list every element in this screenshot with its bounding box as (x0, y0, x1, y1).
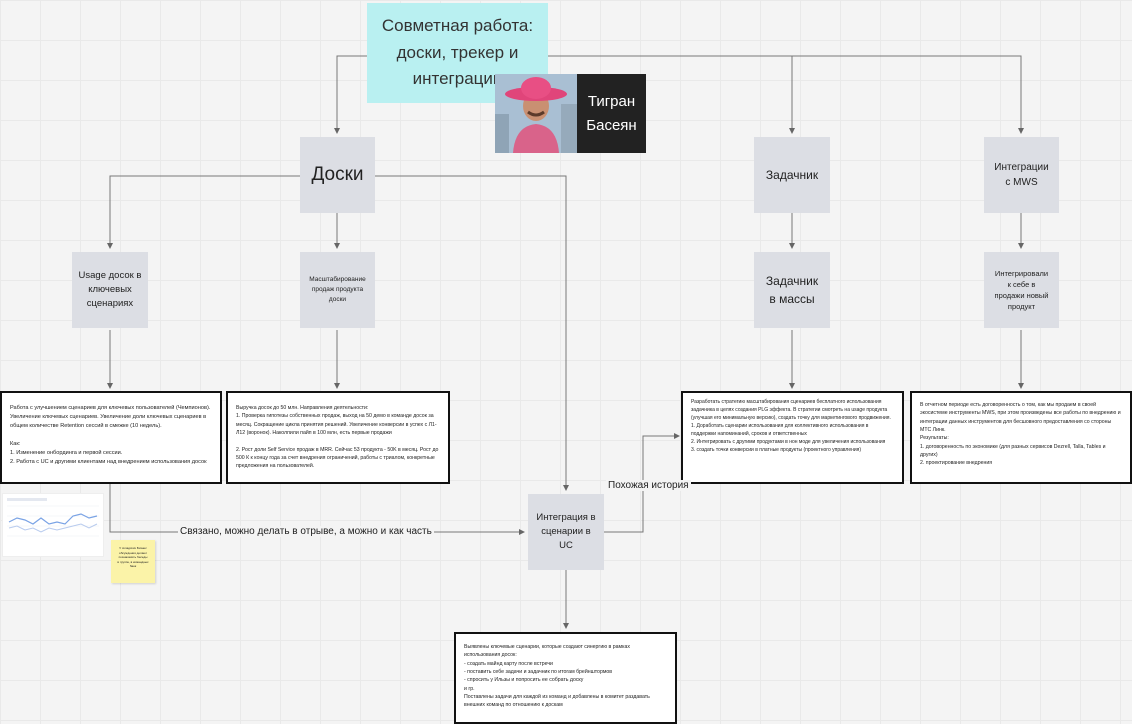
node-usage-label: Usage досок в ключевых сценариях (78, 269, 142, 310)
node-scaling-label: Масштабирование продаж продукта доски (309, 276, 366, 303)
person-photo-icon (495, 74, 577, 153)
node-mws-label: Интеграции с MWS (994, 162, 1049, 188)
root-title-card[interactable]: Совметная работа: доски, трекер и интегр… (367, 3, 548, 103)
edge-label-linked: Связано, можно делать в отрыве, а можно … (178, 526, 434, 537)
node-scaling[interactable]: Масштабирование продаж продукта доски (300, 252, 375, 328)
root-title-text: Совметная работа: доски, трекер и интегр… (381, 16, 534, 89)
connector-boards-usage (107, 175, 300, 249)
connector-boards-uc (375, 175, 569, 491)
edge-label-similar: Похожая история (606, 480, 691, 491)
node-usage[interactable]: Usage досок в ключевых сценариях (72, 252, 148, 328)
connector-root-boards (334, 55, 367, 134)
node-boards[interactable]: Доски (300, 137, 375, 213)
note-mws[interactable]: В отчетном периоде есть договоренность о… (910, 391, 1132, 484)
node-tracker-label: Задачник (765, 168, 819, 182)
node-mws-integrated[interactable]: Интегрировали к себе в продажи новый про… (984, 252, 1059, 328)
author-name: Тигран Басеян (577, 74, 646, 153)
connector-root-mws (792, 55, 1024, 134)
node-tracker[interactable]: Задачник (754, 137, 830, 213)
connector-usage-uc (109, 484, 525, 535)
avatar (495, 74, 577, 153)
node-mws[interactable]: Интеграции с MWS (984, 137, 1059, 213)
note-usage[interactable]: Работа с улучшением сценариев для ключев… (0, 391, 222, 484)
node-mws-integrated-label: Интегрировали к себе в продажи новый про… (994, 268, 1049, 312)
note-uc[interactable]: Выявлены ключевые сценарии, которые созд… (454, 632, 677, 724)
author-card[interactable]: Тигран Басеян (495, 74, 646, 153)
chart-thumbnail[interactable] (2, 493, 104, 557)
note-tracker[interactable]: Разработать стратегию масштабирования сц… (681, 391, 904, 484)
note-scaling[interactable]: Выручка досок до 50 млн. Направления дея… (226, 391, 450, 484)
node-uc[interactable]: Интеграция в сценарии в UC (528, 494, 604, 570)
sticky-note[interactable]: У складских Бизнес обсуждения делают поз… (111, 540, 155, 583)
node-boards-label: Доски (311, 163, 364, 185)
node-tracker-mass[interactable]: Задачник в массы (754, 252, 830, 328)
node-uc-label: Интеграция в сценарии в UC (536, 511, 596, 552)
line-chart-icon (7, 498, 99, 537)
node-tracker-mass-label: Задачник в массы (765, 274, 819, 306)
